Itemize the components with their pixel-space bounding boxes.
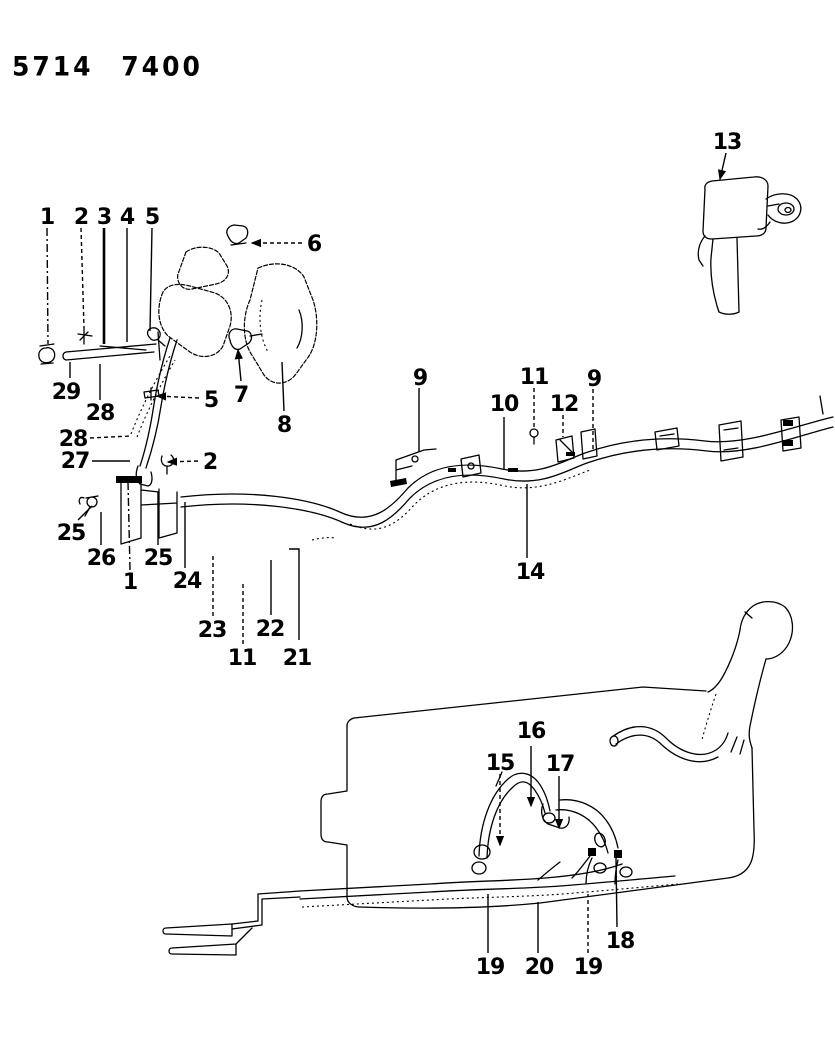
callout-label-1-0: 1: [40, 205, 54, 230]
callout-label-25-21: 25: [57, 521, 86, 546]
callout-leader-13-14: [717, 152, 727, 181]
callout-label-10-16: 10: [490, 392, 519, 417]
callout-leader-8-13: [281, 361, 285, 412]
callout-label-2-1: 2: [74, 205, 88, 230]
callout-label-17-32: 17: [546, 752, 575, 777]
callout-leader-7-12: [234, 348, 244, 382]
callout-label-8-13: 8: [277, 413, 291, 438]
callout-label-29-6: 29: [52, 380, 81, 405]
callout-leader-1-0: [46, 227, 49, 345]
callout-label-20-35: 20: [525, 955, 554, 980]
callout-label-22-27: 22: [256, 617, 285, 642]
callout-label-13-14: 13: [713, 130, 742, 155]
callout-label-15-30: 15: [486, 751, 515, 776]
callout-label-7-12: 7: [234, 383, 248, 408]
callout-leader-5-4: [149, 227, 153, 332]
fuel-tank-art: [320, 600, 794, 909]
callout-label-11-17: 11: [520, 365, 549, 390]
page-code: 5714 7400: [12, 51, 203, 82]
callout-label-11-28: 11: [228, 646, 257, 671]
callout-label-25-23: 25: [144, 546, 173, 571]
callout-label-24-25: 24: [173, 569, 202, 594]
callout-label-23-26: 23: [198, 618, 227, 643]
callout-label-21-29: 21: [283, 646, 312, 671]
callout-label-4-3: 4: [120, 205, 135, 230]
callout-label-5-11: 5: [204, 388, 218, 413]
callout-label-3-2: 3: [97, 205, 111, 230]
callout-label-14-20: 14: [516, 560, 545, 585]
callout-label-28-8: 28: [59, 427, 88, 452]
callout-leader-21-29: [289, 548, 300, 640]
tank-hoses-art: [471, 771, 633, 885]
bracket-cluster-art: [78, 476, 337, 545]
callout-leader-2-10: [166, 457, 199, 466]
callout-label-9-19: 9: [587, 367, 601, 392]
underbody-lines-art: [162, 863, 679, 956]
chassis-lines-art: [180, 395, 834, 530]
callout-label-1-24: 1: [123, 570, 137, 595]
canister-art: [697, 176, 802, 315]
callout-label-12-18: 12: [550, 392, 579, 417]
callout-label-28-7: 28: [86, 401, 115, 426]
callout-label-5-4: 5: [145, 205, 159, 230]
callout-label-27-9: 27: [61, 449, 90, 474]
callout-leader-2-1: [80, 227, 85, 329]
callout-leader-25-21: [77, 505, 93, 521]
callout-label-2-10: 2: [203, 450, 217, 475]
callout-label-18-33: 18: [606, 929, 635, 954]
callout-label-16-31: 16: [517, 719, 546, 744]
engine-assembly-art: [38, 224, 318, 487]
callout-leader-5-11: [155, 392, 200, 401]
callout-label-6-5: 6: [307, 232, 322, 257]
callout-leader-18-33: [615, 857, 618, 928]
callout-label-19-34: 19: [476, 955, 505, 980]
callout-leader-28-8: [89, 435, 132, 439]
callout-label-26-22: 26: [87, 546, 116, 571]
callout-label-9-15: 9: [413, 366, 427, 391]
callout-leader-1-24: [127, 481, 131, 571]
callout-label-19-36: 19: [574, 955, 603, 980]
